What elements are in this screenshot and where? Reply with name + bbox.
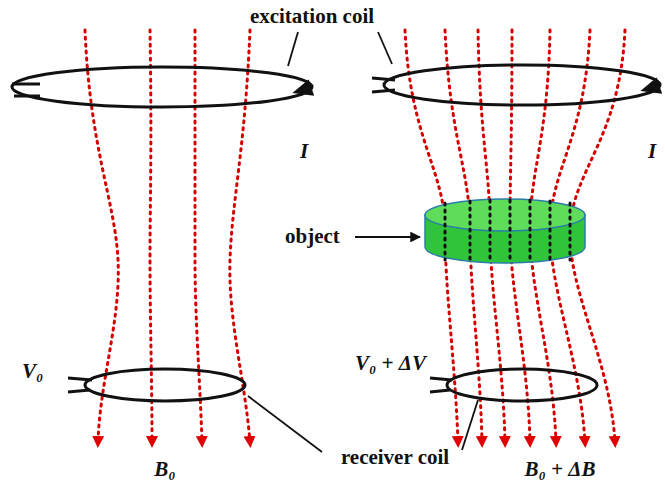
voltage-label: V₀ + ΔV [355,352,426,375]
field-lines [405,30,625,442]
current-label: I [648,140,656,163]
object-label: object [285,225,340,248]
field-label: B₀ [154,458,175,481]
current-label: I [300,140,308,163]
field-label: B₀ + ΔB [525,458,596,481]
voltage-label: V₀ [22,360,43,383]
object-disc [425,199,585,263]
coil-label: excitation coil [250,5,374,28]
field-lines [85,30,250,442]
leader-lines [248,32,478,452]
receiver-coil [68,369,597,401]
excitation-coil [12,65,660,107]
coil-label: receiver coil [341,446,449,469]
